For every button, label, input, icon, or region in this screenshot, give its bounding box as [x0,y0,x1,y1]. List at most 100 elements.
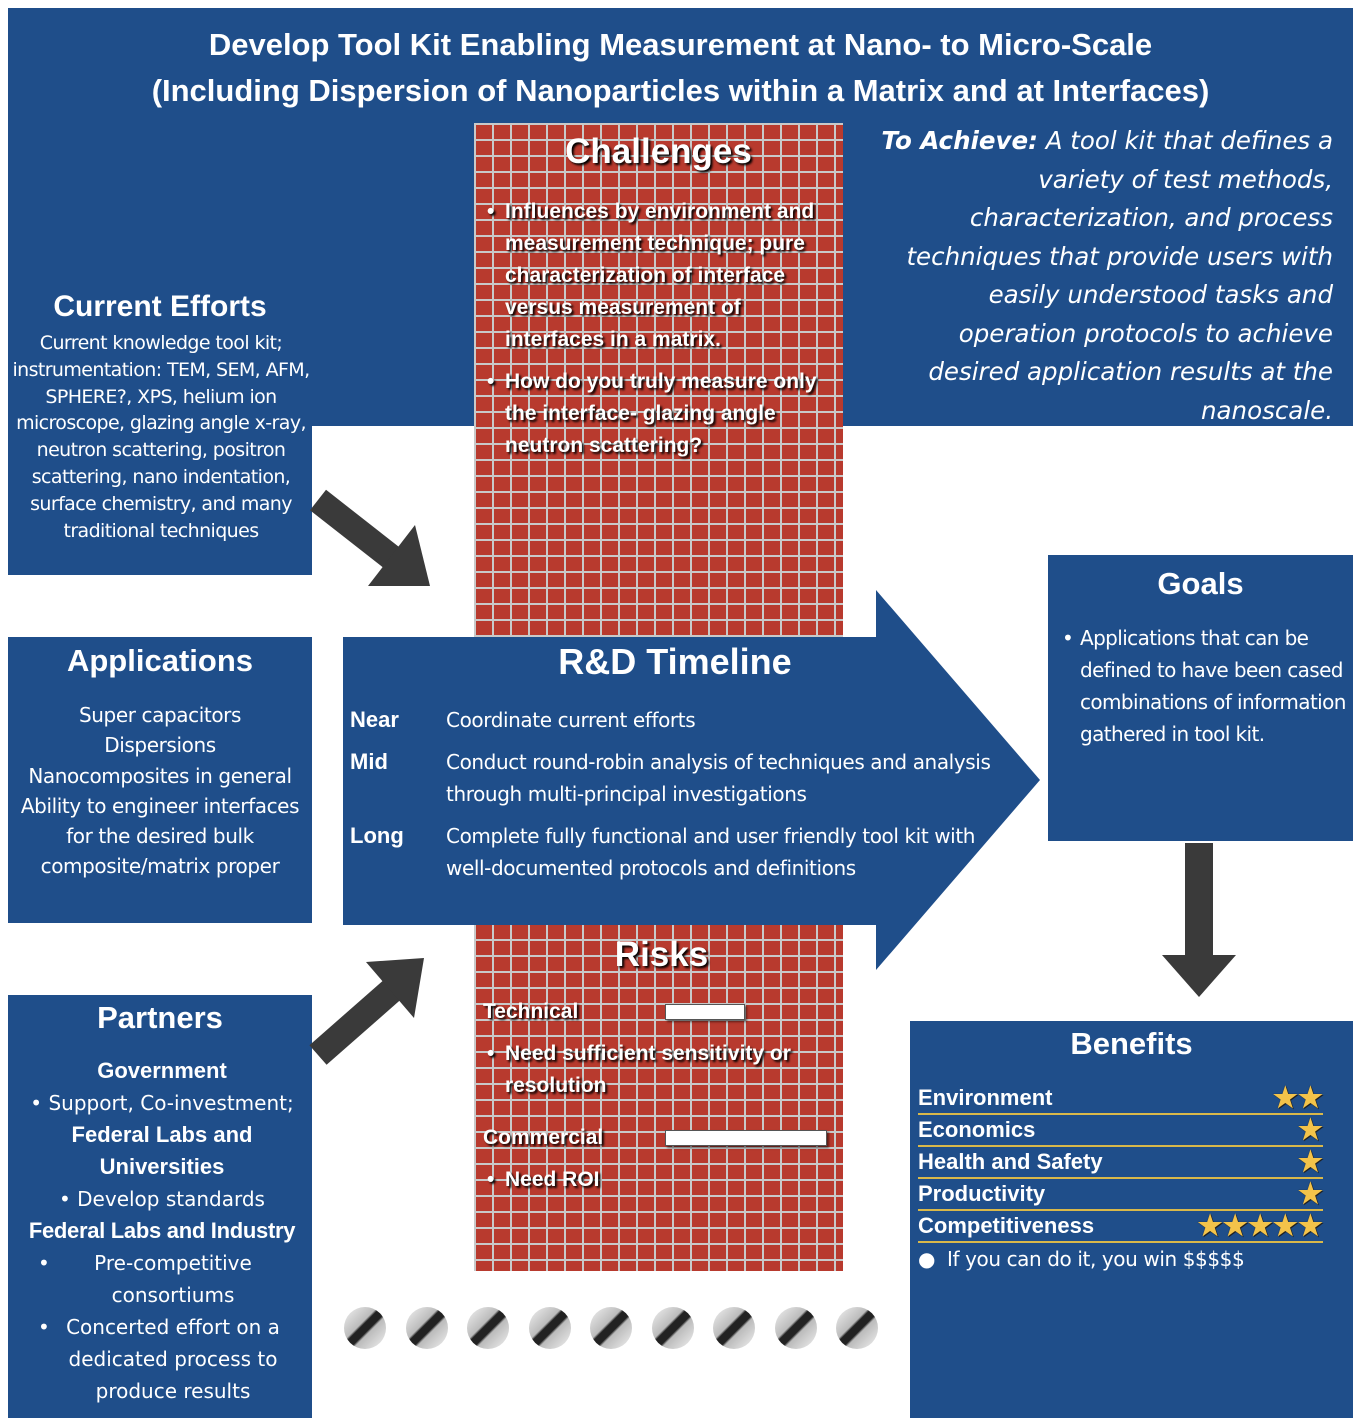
timeline-row-long: Long Complete fully functional and user … [350,820,1010,884]
decorative-ball-icon [775,1307,817,1349]
applications-heading: Applications [66,643,253,678]
page-title-line1: Develop Tool Kit Enabling Measurement at… [208,27,1153,62]
timeline-rows: Near Coordinate current efforts Mid Cond… [350,704,1010,884]
timeline-arrow-shape [343,590,1040,970]
current-efforts-heading: Current Efforts [53,290,267,323]
applications-list: Super capacitors Dispersions Nanocomposi… [10,700,310,882]
star-icon: ★ [1197,1209,1223,1241]
to-achieve-label: To Achieve: [881,126,1038,155]
benefit-row: Environment ★★ [918,1083,1323,1115]
risk-commercial-row: Commercial [483,1122,833,1154]
partners-government-item-text: Support, Co-investment; [48,1091,294,1115]
benefit-label: Health and Safety [918,1149,1103,1174]
risk-technical-bar [665,1004,745,1020]
partners-arrow-icon [309,958,424,1065]
risk-technical-list: Need sufficient sensitivity or resolutio… [483,1038,833,1102]
to-achieve-body: A tool kit that defines a variety of tes… [906,126,1333,425]
partners-labs-universities: Federal Labs and Universities [71,1122,253,1179]
benefit-label: Productivity [918,1181,1046,1206]
timeline-term: Long [350,823,404,848]
challenges-list: Influences by environment and measuremen… [483,196,838,462]
star-icon: ★ [1297,1209,1323,1241]
application-item: Ability to engineer interfaces for the d… [20,793,300,879]
partners-labs-universities-item: • Develop standards [59,1187,265,1211]
challenge-item: How do you truly measure only the interf… [483,366,838,462]
risk-commercial-list: Need ROI [483,1164,833,1196]
application-item: Nanocomposites in general [28,763,292,788]
star-icon: ★ [1297,1081,1323,1113]
benefits-note-text: If you can do it, you win $$$$$ [946,1247,1245,1271]
goals-heading: Goals [1157,566,1244,601]
risk-technical-item: Need sufficient sensitivity or resolutio… [483,1038,833,1102]
benefit-stars: ★ [1297,1113,1323,1145]
benefit-stars: ★★ [1272,1081,1323,1113]
applications-panel [8,637,312,923]
benefit-row: Competitiveness ★★★★★ [918,1211,1323,1243]
partners-labs-universities-item-text: Develop standards [77,1187,265,1211]
benefits-panel [910,1021,1353,1418]
star-icon: ★ [1222,1209,1248,1241]
benefit-row: Productivity ★ [918,1179,1323,1211]
decorative-ball-icon [529,1307,571,1349]
partners-labs-industry-item: Pre-competitive consortiums [34,1247,290,1311]
partners-labs-industry-list: Pre-competitive consortiums Concerted ef… [14,1247,310,1407]
partners-labs-industry: Federal Labs and Industry [28,1218,296,1243]
risks-heading: Risks [614,935,709,974]
goals-list: Applications that can be defined to have… [1058,622,1354,750]
timeline-heading: R&D Timeline [558,641,792,682]
timeline-row-near: Near Coordinate current efforts [350,704,1010,746]
decorative-ball-icon [467,1307,509,1349]
risks-content: Technical Need sufficient sensitivity or… [483,996,833,1196]
timeline-row-mid: Mid Conduct round-robin analysis of tech… [350,746,1010,820]
current-efforts-panel [8,420,312,575]
current-efforts-arrow-icon [309,489,430,586]
to-achieve-text: To Achieve: A tool kit that defines a va… [868,122,1333,430]
partners-heading: Partners [97,1000,223,1035]
decorative-ball-icon [836,1307,878,1349]
goal-item: Applications that can be defined to have… [1058,622,1354,750]
risk-commercial-item: Need ROI [483,1164,833,1196]
timeline-desc: Coordinate current efforts [446,708,696,732]
benefit-stars: ★ [1297,1177,1323,1209]
application-item: Dispersions [104,733,216,758]
decorative-ball-icon [713,1307,755,1349]
risk-technical-row: Technical [483,996,833,1028]
challenge-item: Influences by environment and measuremen… [483,196,838,356]
challenges-heading: Challenges [565,132,752,171]
timeline-desc: Conduct round-robin analysis of techniqu… [446,750,991,806]
risk-commercial-label: Commercial [483,1126,604,1149]
benefit-label: Environment [918,1085,1053,1110]
star-icon: ★ [1297,1145,1323,1177]
benefit-row: Economics ★ [918,1115,1323,1147]
benefit-stars: ★★★★★ [1197,1209,1323,1241]
page-title: Develop Tool Kit Enabling Measurement at… [8,22,1353,114]
partners-government: Government [97,1058,227,1083]
star-icon: ★ [1297,1113,1323,1145]
benefit-stars: ★ [1297,1145,1323,1177]
timeline-desc: Complete fully functional and user frien… [446,824,976,880]
timeline-term: Near [350,707,399,732]
risk-technical-label: Technical [483,1000,579,1023]
benefits-note: ● If you can do it, you win $$$$$ [918,1247,1245,1271]
partners-government-item: • Support, Co-investment; [30,1091,294,1115]
page-title-line2: (Including Dispersion of Nanoparticles w… [151,73,1210,108]
benefits-table: Environment ★★ Economics ★ Health and Sa… [918,1083,1323,1275]
partners-labs-industry-item: Concerted effort on a dedicated process … [34,1311,290,1407]
star-icon: ★ [1272,1209,1298,1241]
decorative-ball-icon [652,1307,694,1349]
star-icon: ★ [1272,1081,1298,1113]
star-icon: ★ [1247,1209,1273,1241]
current-efforts-text: Current knowledge tool kit; instrumentat… [12,332,310,542]
star-icon: ★ [1297,1177,1323,1209]
decorative-ball-icon [406,1307,448,1349]
benefit-label: Competitiveness [918,1213,1095,1238]
application-item: Super capacitors [78,703,242,727]
goals-to-benefits-arrow-icon [1162,843,1236,997]
timeline-term: Mid [350,749,388,774]
benefits-heading: Benefits [1070,1026,1193,1061]
risk-commercial-bar [665,1130,827,1146]
partners-content: Government • Support, Co-investment; Fed… [14,1055,310,1407]
decorative-ball-icon [590,1307,632,1349]
benefit-label: Economics [918,1117,1036,1142]
